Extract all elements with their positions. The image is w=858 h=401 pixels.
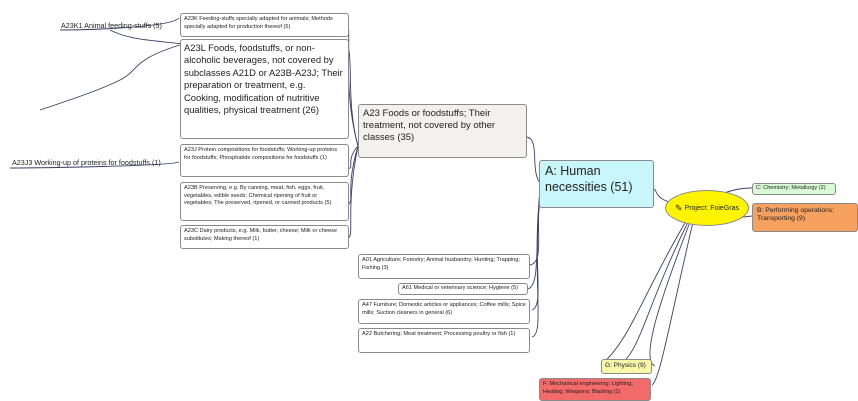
subclass-node-a23[interactable]: A23 Foods or foodstuffs; Their treatment… bbox=[358, 104, 527, 158]
subclass-label-a23k: A23K Feeding-stuffs specially adapted fo… bbox=[184, 16, 333, 30]
subclass-node-a23c[interactable]: A23C Dairy products, e.g. Milk, butter, … bbox=[180, 225, 349, 249]
branch-label-human-necessities: A: Human necessities (51) bbox=[545, 164, 633, 194]
subclass-node-a47[interactable]: A47 Furniture; Domestic articles or appl… bbox=[358, 299, 530, 324]
subclass-label-a23l: A23L Foods, foodstuffs, or non-alcoholic… bbox=[184, 42, 343, 116]
subclass-node-a23j[interactable]: A23J Protein compositions for foodstuffs… bbox=[180, 144, 349, 177]
subclass-node-a23k[interactable]: A23K Feeding-stuffs specially adapted fo… bbox=[180, 13, 349, 37]
pencil-note-icon: ✎ bbox=[674, 202, 683, 213]
subclass-label-a22: A22 Butchering; Meat treatment; Processi… bbox=[362, 331, 516, 337]
subclass-node-a22[interactable]: A22 Butchering; Meat treatment; Processi… bbox=[358, 328, 530, 353]
branch-node-physics[interactable]: G: Physics (9) bbox=[601, 359, 652, 374]
root-node-project[interactable]: ✎ Project: FoieGras bbox=[665, 190, 749, 226]
branch-label-chemistry: C: Chemistry; Metallurgy (2) bbox=[756, 185, 826, 191]
branch-label-performing-operations: B: Performing operations; Transporting (… bbox=[757, 207, 835, 223]
subclass-node-a23b[interactable]: A23B Preserving, e.g. By canning, meat, … bbox=[180, 182, 349, 221]
subclass-label-a23j: A23J Protein compositions for foodstuffs… bbox=[184, 147, 338, 161]
subclass-node-a61[interactable]: A61 Medical or veterinary science; Hygie… bbox=[398, 283, 528, 295]
leaf-label-a23k1[interactable]: A23K1 Animal feeding-stuffs (5) bbox=[61, 21, 162, 30]
branch-node-human-necessities[interactable]: A: Human necessities (51) bbox=[539, 160, 654, 208]
root-node-label: Project: FoieGras bbox=[684, 204, 739, 212]
branch-label-physics: G: Physics (9) bbox=[605, 362, 646, 369]
subclass-label-a47: A47 Furniture; Domestic articles or appl… bbox=[362, 302, 526, 316]
subclass-node-a01[interactable]: A01 Agriculture; Forestry; Animal husban… bbox=[358, 254, 530, 279]
branch-node-chemistry[interactable]: C: Chemistry; Metallurgy (2) bbox=[752, 183, 836, 195]
leaf-label-a23j3[interactable]: A23J3 Working-up of proteins for foodstu… bbox=[12, 158, 161, 167]
subclass-label-a23: A23 Foods or foodstuffs; Their treatment… bbox=[363, 108, 496, 143]
subclass-label-a23b: A23B Preserving, e.g. By canning, meat, … bbox=[184, 185, 332, 207]
branch-node-performing-operations[interactable]: B: Performing operations; Transporting (… bbox=[752, 203, 858, 232]
branch-node-mechanical-engineering[interactable]: F: Mechanical engineering; Lighting; Hea… bbox=[539, 378, 651, 401]
branch-label-mechanical-engineering: F: Mechanical engineering; Lighting; Hea… bbox=[543, 381, 633, 395]
subclass-label-a01: A01 Agriculture; Forestry; Animal husban… bbox=[362, 257, 520, 271]
subclass-label-a61: A61 Medical or veterinary science; Hygie… bbox=[402, 285, 518, 291]
subclass-node-a23l[interactable]: A23L Foods, foodstuffs, or non-alcoholic… bbox=[180, 39, 349, 139]
subclass-label-a23c: A23C Dairy products, e.g. Milk, butter, … bbox=[184, 228, 337, 242]
